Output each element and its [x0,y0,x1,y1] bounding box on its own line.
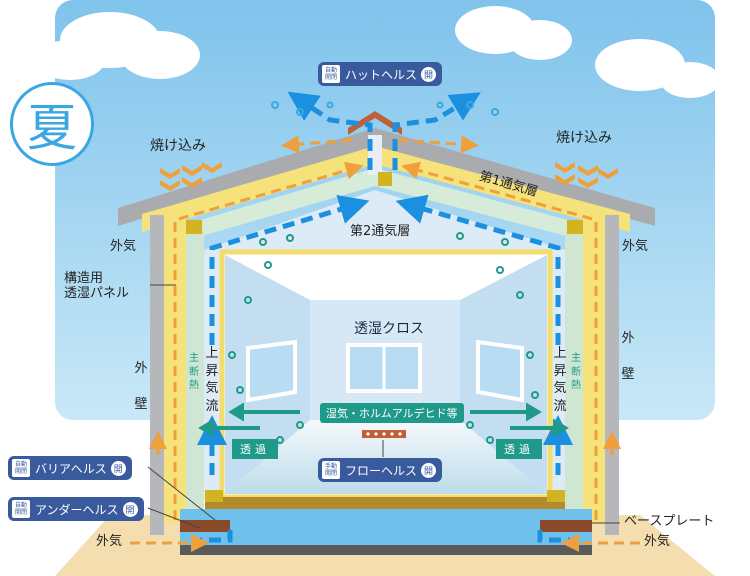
clouds [35,6,720,98]
updraft-left: 上昇気流 [205,346,219,414]
crawlspace [180,509,592,545]
cloth-label: 透湿クロス [354,321,424,337]
base-plate-left [180,520,230,532]
auto-open-icon: 自動開閉 [322,65,340,83]
right-wall [605,215,619,535]
left-wall [150,215,164,535]
room-floor [225,420,547,494]
floor-beam [205,497,565,509]
layer2-label: 第2通気層 [350,224,411,239]
season-badge: 夏 [10,82,94,166]
base-plate-label: ベースプレート [624,514,715,529]
panel-label: 構造用 透湿パネル [64,271,130,301]
roof-panel [142,146,630,232]
roof [118,128,655,226]
roof-outlet-tag: 自動開閉 ハットヘルス 開 [318,62,443,86]
wall-right-label: 外壁 [621,331,635,382]
manual-open-icon: 手動開閉 [322,461,340,479]
airflow [197,91,573,543]
base-plate-right [540,520,592,532]
heat-right-label: 焼け込み [556,130,612,146]
foundation [180,545,592,555]
barrier-vent-tag: 自動開閉 バリアヘルス 開 [8,456,132,480]
outside-air-left: 外気 [110,239,137,254]
ridge-cap [348,111,402,135]
outside-air-bottom-right: 外気 [644,534,671,549]
under-vent-tag: 自動開閉 アンダーヘルス 開 [8,497,144,521]
wall-left-label: 外壁 [134,361,148,412]
ridge-damper [378,172,392,186]
moisture-bubbles [228,232,539,444]
heat-marks [160,162,618,191]
window-right [476,339,524,403]
pass-right-label: 透過 [496,439,542,459]
heat-left-label: 焼け込み [150,138,206,154]
pass-left-label: 透過 [232,439,278,459]
updraft-right: 上昇気流 [553,346,567,414]
outside-air-bottom-left: 外気 [96,534,123,549]
window-left [246,339,297,403]
outside-air-right: 外気 [622,239,649,254]
insulation-left: 主断熱 [189,353,199,391]
right-air-layer [565,230,583,520]
moisture-arrows [198,402,569,438]
right-panel [583,218,605,523]
left-air-layer [186,230,204,520]
outside-air-flow [130,135,640,552]
insulation-right: 主断熱 [571,353,581,391]
floor-vent-tag: 手動開閉 フローヘルス 開 [318,458,443,482]
auto-open-icon: 自動開閉 [12,459,30,477]
auto-open-icon: 自動開閉 [12,500,30,518]
moisture-label: 湿気・ホルムアルデヒド等 [320,403,464,423]
